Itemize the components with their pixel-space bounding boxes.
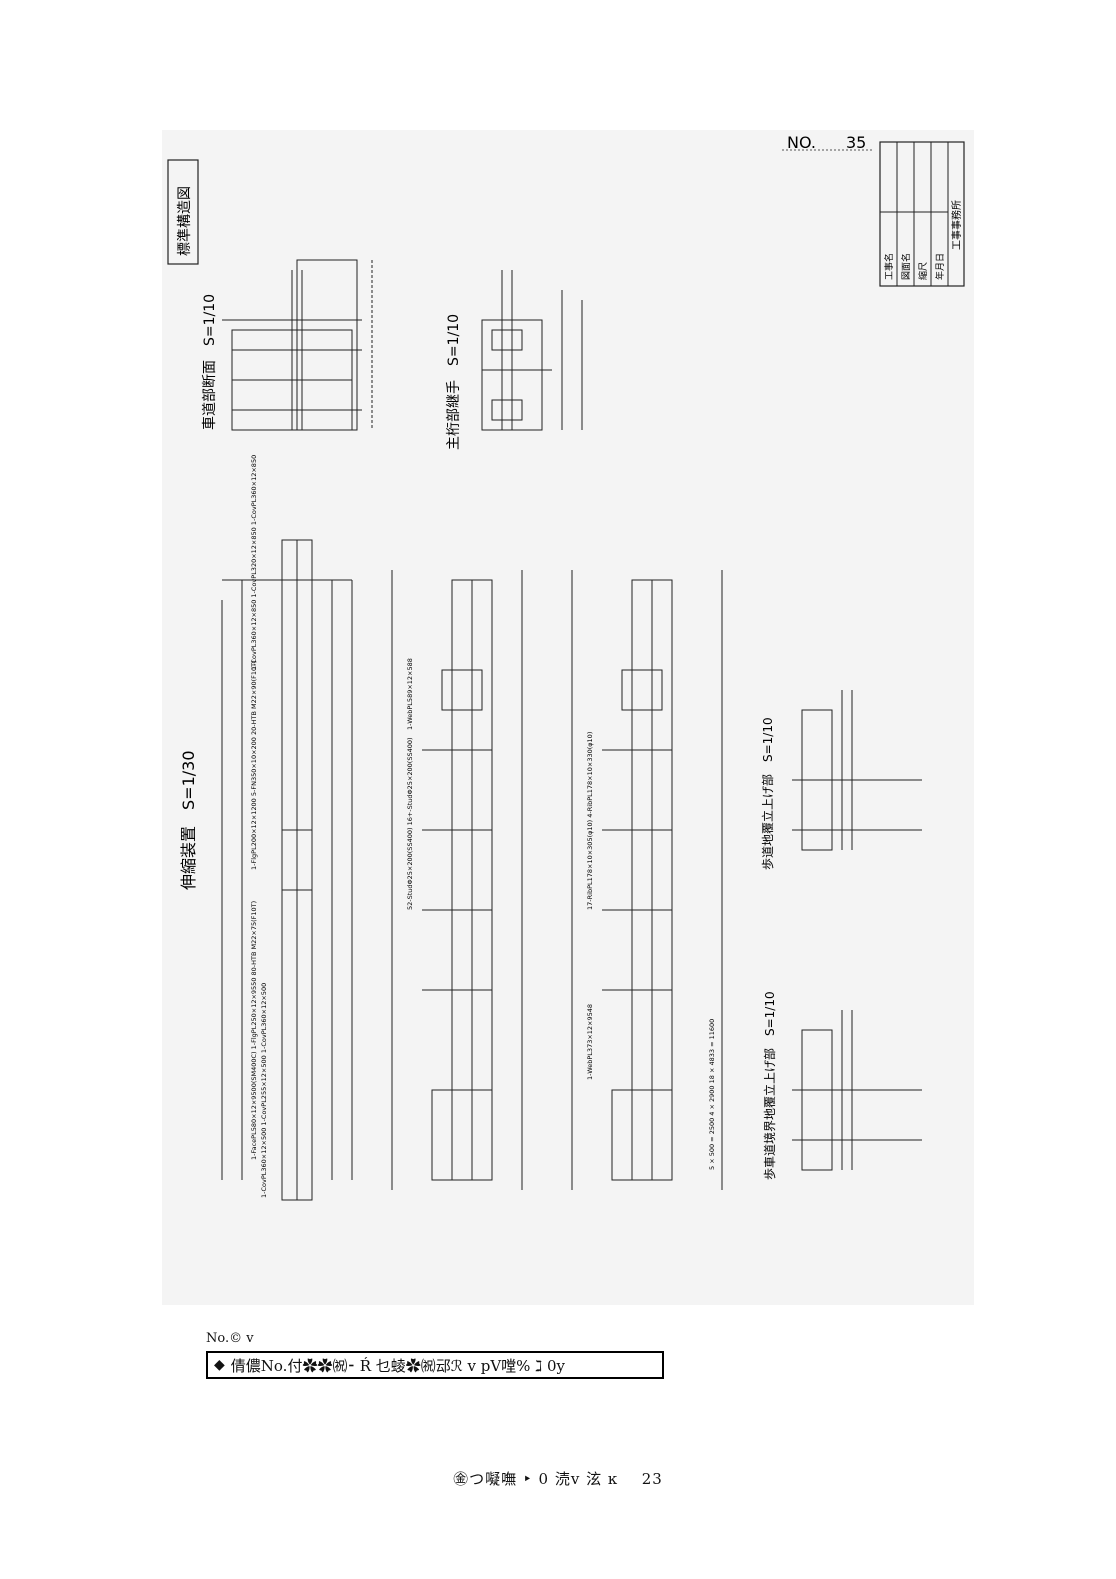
caption-box: ◆ 倩儂No.付✿✿㈷⁃ Ŕ 乜䗀✿㈷䢵ℛ ⅴ pV嘡% ℷ 0y bbox=[206, 1351, 664, 1379]
expansion-elevation-2 bbox=[571, 570, 723, 1190]
engineering-drawing: NO. 35 工事名 図面名 縮尺 年月日 工事事務所 bbox=[167, 133, 965, 1201]
footer-text: ㊎つ㘈嘸 ‣ 0 涜ⅴ 泫 ĸ bbox=[453, 1470, 618, 1488]
expansion-elevation-1 bbox=[391, 570, 523, 1190]
expansion-plan-strip bbox=[221, 539, 353, 1201]
callout-web-mid: 1-WebPL589×12×588 bbox=[406, 658, 414, 730]
sidewalk-curb-detail bbox=[792, 690, 922, 851]
title-block-row-3: 縮尺 bbox=[917, 262, 929, 280]
callout-cover-plates: 1-CovPL360×12×850 1-CovPL320×12×850 1-Co… bbox=[250, 455, 258, 670]
deck-section-sketch bbox=[222, 259, 373, 431]
callout-rib: 17-RibPL178×10×305(φ10) 4-RibPL178×10×33… bbox=[586, 732, 594, 910]
callout-web-lower: 1-WebPL373×12×9548 bbox=[586, 1004, 594, 1080]
sheet-number-label: NO. bbox=[787, 133, 816, 152]
page-footer: ㊎つ㘈嘸 ‣ 0 涜ⅴ 泫 ĸ 23 bbox=[0, 1468, 1116, 1489]
caption-area: No.© ⅴ ◆ 倩儂No.付✿✿㈷⁃ Ŕ 乜䗀✿㈷䢵ℛ ⅴ pV嘡% ℷ 0y bbox=[206, 1331, 676, 1379]
title-block-office: 工事事務所 bbox=[950, 200, 963, 250]
view-title-girder-joint: 主桁部継手 S=1/10 bbox=[446, 314, 462, 450]
view-title-expansion: 伸縮装置 S=1/30 bbox=[179, 751, 198, 891]
title-block-row-1: 工事名 bbox=[883, 253, 895, 280]
girder-joint-sketch bbox=[481, 270, 583, 431]
callout-cover-left: 1-CovPL360×12×500 1-CovPL255×12×500 1-Co… bbox=[260, 983, 268, 1198]
page-number: 23 bbox=[641, 1470, 663, 1488]
caption-label: No.© ⅴ bbox=[206, 1331, 254, 1346]
callout-stud: 52-StudΦ25×200(SS400) 16+-StudΦ25×200(SS… bbox=[406, 737, 414, 910]
sheet-number-value: 35 bbox=[846, 133, 866, 152]
view-title-boundary-curb: 歩車道境界地覆立上げ部 S=1/10 bbox=[762, 991, 777, 1180]
standard-drawing-tag: 標準構造図 bbox=[167, 159, 199, 265]
diamond-bullet-icon: ◆ bbox=[214, 1357, 225, 1373]
title-block: 工事名 図面名 縮尺 年月日 工事事務所 bbox=[879, 141, 965, 287]
callout-bottom-dims: 5 × 500 = 2500 4 × 2900 18 × 4833 = 1160… bbox=[708, 1019, 716, 1170]
title-block-row-2: 図面名 bbox=[900, 253, 912, 280]
caption-text: 倩儂No.付✿✿㈷⁃ Ŕ 乜䗀✿㈷䢵ℛ ⅴ pV嘡% ℷ 0y bbox=[230, 1356, 565, 1375]
view-title-deck-section: 車道部断面 S=1/10 bbox=[201, 294, 218, 430]
callout-face-members: 1-FacePL580×12×9500(SM400C) 1-FlgPL250×1… bbox=[250, 901, 258, 1160]
callout-flange-bolts: 1-FlgPL200×12×1200 5-FN350×10×200 20-HTB… bbox=[250, 660, 258, 870]
boundary-curb-detail bbox=[792, 1010, 922, 1171]
view-title-sidewalk-curb: 歩道地覆立上げ部 S=1/10 bbox=[760, 717, 775, 870]
title-block-row-4: 年月日 bbox=[934, 253, 946, 280]
scanned-drawing-sheet: NO. 35 工事名 図面名 縮尺 年月日 工事事務所 bbox=[162, 130, 974, 1305]
svg-text:標準構造図: 標準構造図 bbox=[177, 186, 193, 256]
